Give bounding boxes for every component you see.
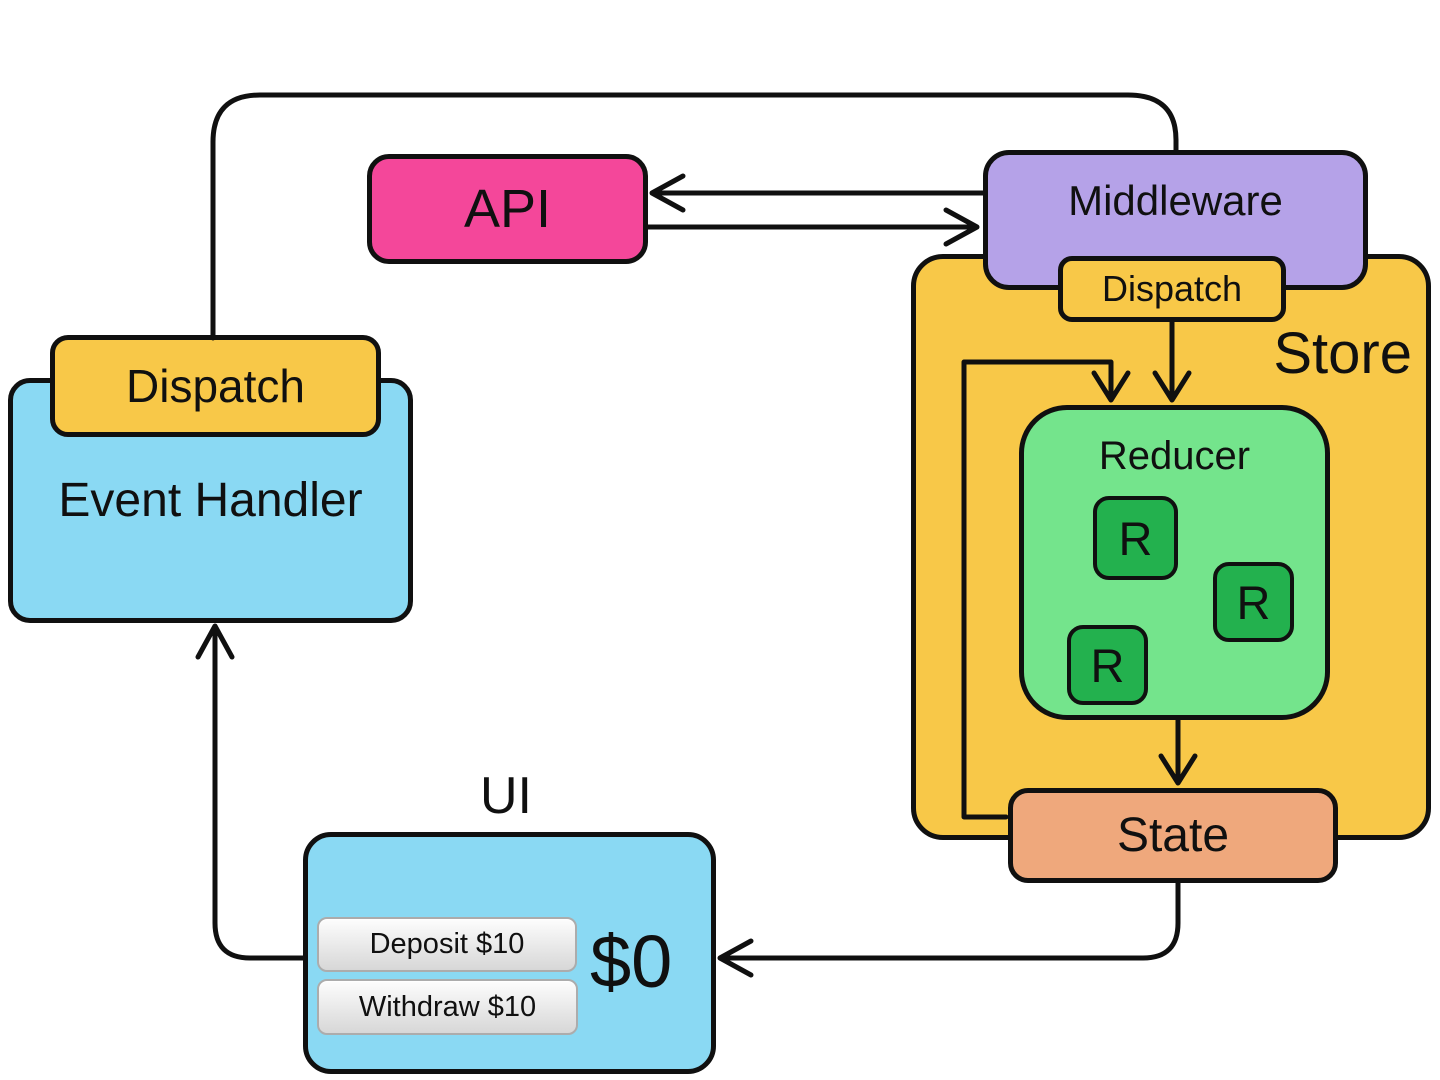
ui-title: UI (480, 767, 532, 825)
middleware-label: Middleware (1068, 177, 1283, 224)
ui-node: Deposit $10 Withdraw $10 $0 (303, 832, 716, 1074)
deposit-button[interactable]: Deposit $10 (317, 917, 577, 972)
arrow-middleware-to-api (649, 173, 986, 213)
state-node: State (1008, 788, 1338, 883)
reducer-unit: R (1093, 496, 1178, 580)
event-handler-dispatch-node: Dispatch (50, 335, 381, 437)
withdraw-button[interactable]: Withdraw $10 (317, 979, 578, 1035)
api-label: API (463, 179, 552, 239)
event-handler-dispatch-label: Dispatch (126, 360, 305, 412)
arrow-state-to-ui (717, 879, 1181, 978)
reducer-unit: R (1213, 562, 1294, 642)
state-label: State (1116, 809, 1230, 862)
event-handler-label: Event Handler (58, 474, 363, 527)
store-dispatch-node: Dispatch (1058, 256, 1286, 322)
store-label: Store (1273, 321, 1412, 386)
balance-text: $0 (590, 920, 673, 1003)
arrow-api-to-middleware (645, 207, 980, 247)
store-dispatch-label: Dispatch (1101, 268, 1243, 309)
api-node: API (367, 154, 648, 264)
reducer-label: Reducer (1098, 434, 1251, 478)
reducer-node: Reducer R R R (1019, 405, 1330, 720)
reducer-unit: R (1067, 625, 1148, 705)
arrow-ui-to-event-handler (195, 623, 306, 961)
